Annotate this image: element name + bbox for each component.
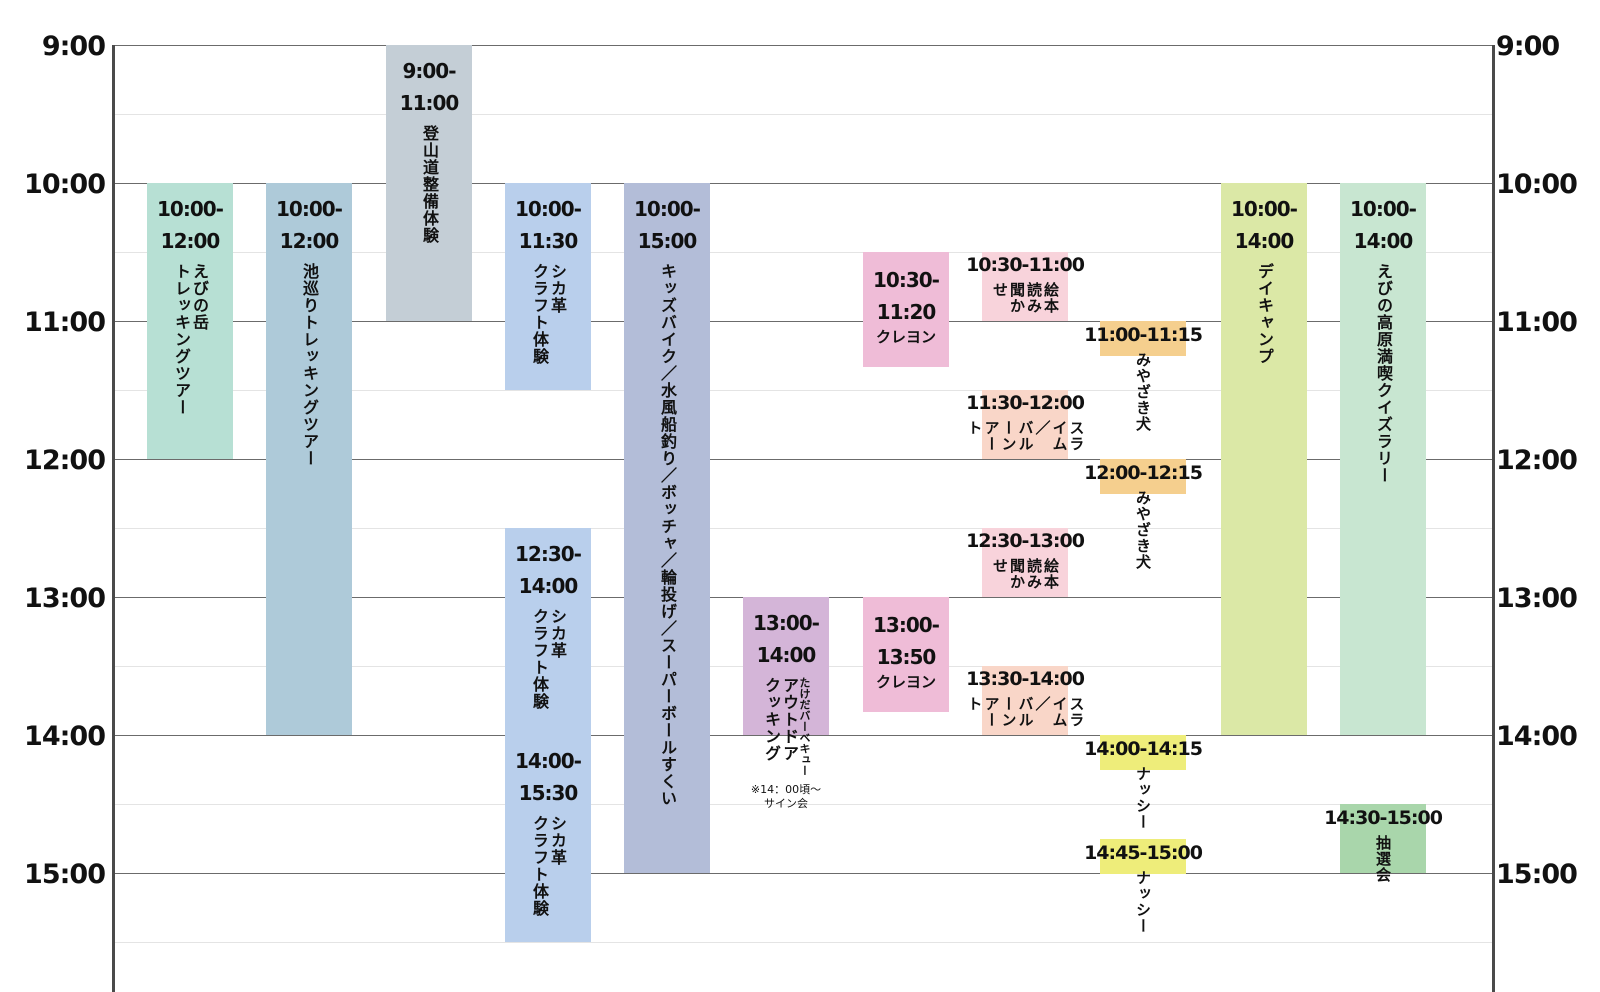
half-hour-grid-line — [115, 804, 1492, 805]
hour-label-left: 11:00 — [24, 307, 106, 338]
event-time: 10:00- 12:00 — [276, 197, 343, 253]
hour-label-right: 15:00 — [1496, 859, 1578, 890]
event-time: 14:00- 15:30 — [515, 749, 582, 805]
hour-label-right: 13:00 — [1496, 583, 1578, 614]
event-title: シカ革 クラフト体験 — [530, 815, 567, 917]
event-title: 登山道整備体験 — [420, 125, 439, 244]
event-time: 10:00- 14:00 — [1350, 197, 1417, 253]
event-shika-craft-2: 12:30- 14:00 シカ革 クラフト体験 — [505, 528, 591, 735]
hour-label-left: 10:00 — [24, 169, 106, 200]
event-time: 12:00-12:15 — [1084, 462, 1203, 484]
event-time: 13:00- 14:00 — [753, 611, 820, 667]
event-ikemeguri-trekking: 10:00- 12:00 池巡りトレッキングツアー — [266, 183, 352, 735]
event-kids-bike: 10:00- 15:00 キッズバイク／水風船釣り／ボッチャ／輪投げ／スーパーボー… — [624, 183, 710, 873]
event-title: スライム／ バルーンアート — [965, 696, 1086, 728]
event-time: 10:30-11:00 — [966, 254, 1085, 276]
event-nasshi-1: 14:00-14:15 ナッシー — [1084, 735, 1203, 830]
hour-label-left: 14:00 — [24, 721, 106, 752]
event-time: 14:30-15:00 — [1324, 807, 1443, 829]
event-crayon-1: 10:30- 11:20 クレヨン — [863, 252, 949, 367]
event-time: 12:30- 14:00 — [515, 542, 582, 598]
event-shika-craft-3: 14:00- 15:30 シカ革 クラフト体験 — [505, 735, 591, 942]
event-miyazaki-ken-1: 11:00-11:15 みやざき犬 — [1084, 321, 1203, 432]
hour-label-left: 13:00 — [24, 583, 106, 614]
right-axis-line — [1492, 45, 1495, 992]
event-title: ナッシー — [1134, 870, 1152, 934]
event-title: えびの岳 トレッキングツアー — [172, 263, 209, 416]
event-title: デイキャンプ — [1255, 263, 1274, 365]
event-title: 絵本 読み聞かせ — [991, 282, 1060, 314]
event-time: 9:00- 11:00 — [399, 59, 460, 115]
half-hour-grid-line — [115, 114, 1492, 115]
event-shika-craft-1: 10:00- 11:30 シカ革 クラフト体験 — [505, 183, 591, 390]
event-outdoor-cooking: 13:00- 14:00 たけだバーベキューアウトドア クッキング — [743, 597, 829, 776]
event-time: 10:30- 11:20 — [873, 268, 940, 324]
hour-label-right: 10:00 — [1496, 169, 1578, 200]
event-title: みやざき犬 — [1134, 490, 1152, 570]
event-tozando: 9:00- 11:00 登山道整備体験 — [386, 45, 472, 321]
hour-label-right: 9:00 — [1496, 31, 1560, 62]
hour-grid-line — [115, 183, 1492, 184]
event-time: 10:00- 12:00 — [157, 197, 224, 253]
event-time: 14:00-14:15 — [1084, 738, 1203, 760]
event-slime-1: 11:30-12:00 スライム／ バルーンアート — [966, 390, 1086, 459]
event-chusenkai: 14:30-15:00 抽選会 — [1324, 804, 1443, 883]
event-title: クレヨン — [875, 673, 936, 691]
event-title: 抽選会 — [1374, 835, 1392, 883]
event-title: シカ革 クラフト体験 — [530, 263, 567, 365]
event-title-group: たけだバーベキューアウトドア クッキング — [762, 677, 811, 776]
event-slime-2: 13:30-14:00 スライム／ バルーンアート — [966, 666, 1086, 735]
event-miyazaki-ken-2: 12:00-12:15 みやざき犬 — [1084, 459, 1203, 570]
event-subtitle: たけだバーベキュー — [798, 677, 811, 776]
event-day-camp: 10:00- 14:00 デイキャンプ — [1221, 183, 1307, 735]
left-axis-line — [112, 45, 115, 992]
hour-grid-line — [115, 321, 1492, 322]
event-title: クレヨン — [875, 328, 936, 346]
event-time: 13:30-14:00 — [966, 668, 1085, 690]
event-title: えびの高原満喫クイズラリー — [1374, 263, 1393, 484]
event-ebino-trekking: 10:00- 12:00 えびの岳 トレッキングツアー — [147, 183, 233, 459]
hour-grid-line — [115, 873, 1492, 874]
half-hour-grid-line — [115, 390, 1492, 391]
event-ehon-1: 10:30-11:00 絵本 読み聞かせ — [966, 252, 1085, 321]
event-title: スライム／ バルーンアート — [965, 420, 1086, 452]
event-time: 10:00- 15:00 — [634, 197, 701, 253]
event-time: 14:45-15:00 — [1084, 842, 1203, 864]
half-hour-grid-line — [115, 942, 1492, 943]
hour-grid-line — [115, 459, 1492, 460]
event-quiz-rally: 10:00- 14:00 えびの高原満喫クイズラリー — [1340, 183, 1426, 735]
event-title: シカ革 クラフト体験 — [530, 608, 567, 710]
hour-label-left: 9:00 — [41, 31, 106, 62]
event-title: 絵本 読み聞かせ — [991, 558, 1060, 590]
event-note: ※14：00頃～ サイン会 — [750, 783, 822, 810]
half-hour-grid-line — [115, 528, 1492, 529]
event-time: 10:00- 11:30 — [515, 197, 582, 253]
event-nasshi-2: 14:45-15:00 ナッシー — [1084, 839, 1203, 934]
event-title: キッズバイク／水風船釣り／ボッチャ／輪投げ／スーパーボールすくい — [658, 263, 677, 807]
hour-label-right: 14:00 — [1496, 721, 1578, 752]
hour-label-left: 12:00 — [24, 445, 106, 476]
event-time: 11:30-12:00 — [966, 392, 1085, 414]
hour-label-right: 12:00 — [1496, 445, 1578, 476]
event-time: 12:30-13:00 — [966, 530, 1085, 552]
hour-label-right: 11:00 — [1496, 307, 1578, 338]
hour-label-left: 15:00 — [24, 859, 106, 890]
event-ehon-2: 12:30-13:00 絵本 読み聞かせ — [966, 528, 1085, 597]
event-title: ナッシー — [1134, 766, 1152, 830]
event-title: みやざき犬 — [1134, 352, 1152, 432]
event-crayon-2: 13:00- 13:50 クレヨン — [863, 597, 949, 712]
event-time: 10:00- 14:00 — [1231, 197, 1298, 253]
event-time: 11:00-11:15 — [1084, 324, 1203, 346]
hour-grid-line — [115, 735, 1492, 736]
event-title: アウトドア クッキング — [762, 677, 799, 762]
event-time: 13:00- 13:50 — [873, 613, 940, 669]
hour-grid-line — [115, 45, 1492, 46]
event-title: 池巡りトレッキングツアー — [300, 263, 319, 467]
half-hour-grid-line — [115, 252, 1492, 253]
